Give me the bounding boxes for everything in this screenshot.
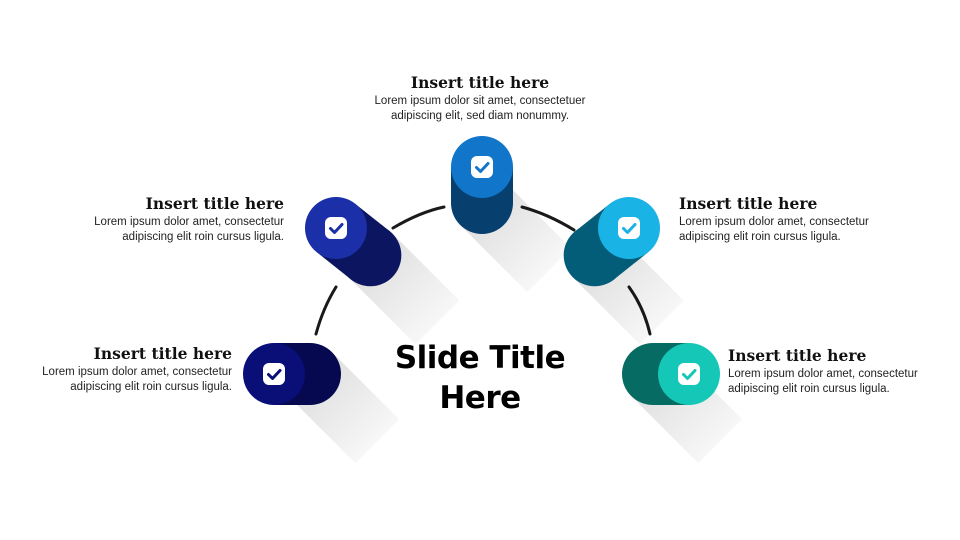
callout-1-title: Insert title here: [93, 344, 232, 363]
callout-5-title: Insert title here: [728, 346, 867, 365]
callout-2-line-1: Lorem ipsum dolor amet, consectetur: [94, 216, 284, 228]
slide-title: Slide Title Here: [360, 338, 600, 418]
callout-5-line-1: Lorem ipsum dolor amet, consectetur: [728, 368, 918, 380]
connector-2: [391, 205, 446, 230]
callout-2: Insert title here Lorem ipsum dolor amet…: [0, 194, 284, 245]
callout-3-title: Insert title here: [410, 73, 550, 92]
callout-1-line-2: adipiscing elit roin cursus ligula.: [70, 381, 232, 393]
callout-5: Insert title here Lorem ipsum dolor amet…: [728, 346, 960, 397]
callout-5-body: Lorem ipsum dolor amet, consectetur adip…: [728, 367, 960, 397]
callout-2-line-2: adipiscing elit roin cursus ligula.: [122, 231, 284, 243]
node-4: [563, 197, 660, 287]
callout-2-body: Lorem ipsum dolor amet, consectetur adip…: [0, 215, 284, 245]
callout-1: Insert title here Lorem ipsum dolor amet…: [0, 344, 232, 395]
check-icon: [618, 217, 640, 239]
slide-title-line-1: Slide Title: [394, 340, 566, 376]
node-1: [243, 343, 341, 405]
callout-4-line-2: adipiscing elit roin cursus ligula.: [679, 231, 841, 243]
callout-5-line-2: adipiscing elit roin cursus ligula.: [728, 383, 890, 395]
check-icon: [325, 217, 347, 239]
node-3: [451, 136, 513, 234]
callout-4-line-1: Lorem ipsum dolor amet, consectetur: [679, 216, 869, 228]
callout-3-body: Lorem ipsum dolor sit amet, consectetuer…: [330, 94, 630, 124]
check-icon: [263, 363, 285, 385]
callout-2-title: Insert title here: [145, 194, 284, 213]
check-icon: [471, 156, 493, 178]
callout-3-line-2: adipiscing elit, sed diam nonummy.: [390, 110, 570, 122]
callout-3: Insert title here Lorem ipsum dolor sit …: [330, 73, 630, 124]
callout-1-line-1: Lorem ipsum dolor amet, consectetur: [42, 366, 232, 378]
cylinder-nodes: [243, 136, 720, 405]
callout-4: Insert title here Lorem ipsum dolor amet…: [679, 194, 960, 245]
node-2: [305, 197, 402, 287]
node-5: [622, 343, 720, 405]
connector-1: [314, 285, 338, 336]
callout-1-body: Lorem ipsum dolor amet, consectetur adip…: [0, 365, 232, 395]
slide-title-line-2: Here: [439, 380, 521, 416]
check-icon: [678, 363, 700, 385]
callout-4-title: Insert title here: [679, 194, 818, 213]
callout-4-body: Lorem ipsum dolor amet, consectetur adip…: [679, 215, 960, 245]
callout-3-line-1: Lorem ipsum dolor sit amet, consectetuer: [374, 95, 586, 107]
